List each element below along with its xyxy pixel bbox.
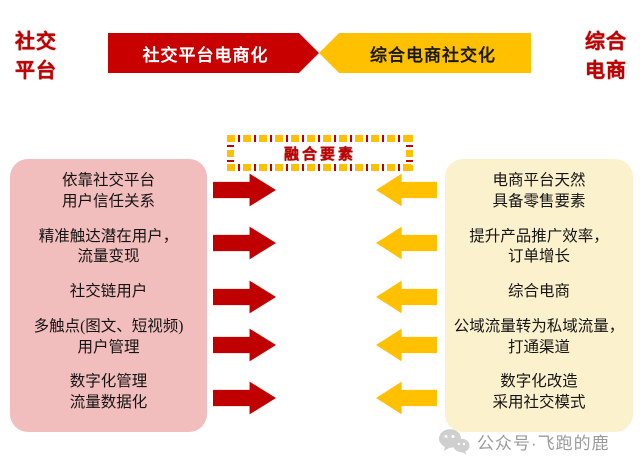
left-banner-label: 社交平台电商化 xyxy=(142,45,269,65)
list-item: 多触点(图文、短视频) 用户管理 xyxy=(33,317,184,356)
right-arrow-icon xyxy=(213,173,276,207)
watermark-label: 公众号·飞跑的鹿 xyxy=(477,433,610,453)
left-arrow-icon xyxy=(376,280,437,314)
right-arrow-icon xyxy=(213,381,276,415)
wechat-icon xyxy=(439,428,470,454)
watermark: 公众号·飞跑的鹿 xyxy=(438,426,610,456)
left-arrow-icon xyxy=(376,173,437,207)
list-item: 精准触达潜在用户， 流量变现 xyxy=(38,227,179,266)
left-banner-arrow: 社交平台电商化 xyxy=(108,33,319,73)
ecommerce-panel: 电商平台天然 具备零售要素 提升产品推广效率， 订单增长 综合电商 公域流量转为… xyxy=(445,159,633,432)
list-item: 社交链用户 xyxy=(69,283,148,301)
list-item: 电商平台天然 具备零售要素 xyxy=(492,172,586,210)
left-arrow-icon xyxy=(376,381,437,415)
right-arrow-icon xyxy=(213,328,276,362)
fusion-elements-label: 融合要素 xyxy=(283,146,356,163)
right-arrow-icon xyxy=(213,226,276,260)
left-arrow-icon xyxy=(376,328,437,362)
right-arrow-icon xyxy=(213,280,276,314)
right-vertical-label: 综合 电商 xyxy=(585,31,627,82)
list-item: 数字化管理 流量数据化 xyxy=(69,373,148,412)
list-item: 提升产品推广效率， 订单增长 xyxy=(469,227,609,266)
left-vertical-label: 社交 平台 xyxy=(15,31,57,82)
fusion-elements-box: 融合要素 xyxy=(227,135,413,171)
left-arrow-icon xyxy=(376,226,437,260)
list-item: 综合电商 xyxy=(507,283,570,301)
list-item: 数字化改造 采用社交模式 xyxy=(492,373,586,412)
right-banner-label: 综合电商社交化 xyxy=(370,45,496,65)
social-platform-panel: 依靠社交平台 用户信任关系 精准触达潜在用户， 流量变现 社交链用户 多触点(图… xyxy=(10,159,207,432)
list-item: 公域流量转为私域流量， 打通渠道 xyxy=(453,317,625,356)
right-banner-arrow: 综合电商社交化 xyxy=(319,33,531,73)
list-item: 依靠社交平台 用户信任关系 xyxy=(61,172,155,210)
